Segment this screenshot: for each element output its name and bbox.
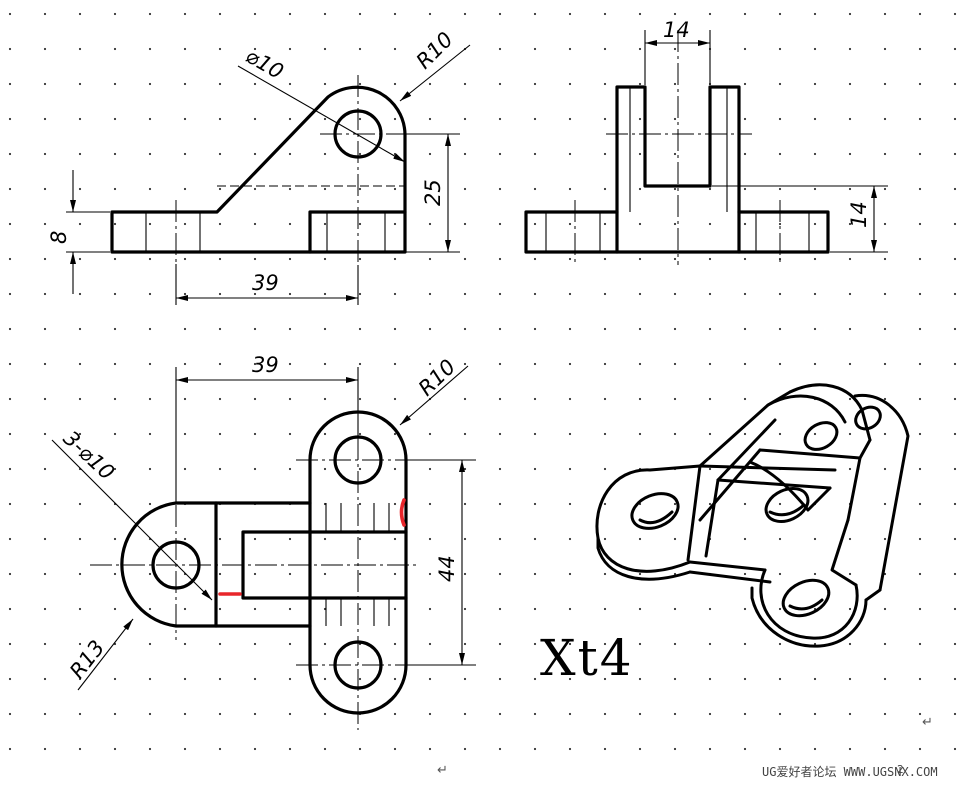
- dim-front-center-height: 25: [421, 179, 445, 206]
- isometric-view: [595, 383, 910, 648]
- dim-front-width: 39: [252, 271, 279, 295]
- drawing-title: Xt4: [540, 629, 634, 687]
- footer-watermark: UG爱好者论坛 WWW.UGSNX.COM: [762, 765, 938, 779]
- dim-top-span: 44: [435, 555, 459, 582]
- dim-side-slot-depth: 14: [847, 201, 871, 228]
- dim-side-slot: 14: [663, 18, 690, 42]
- top-view: [51, 365, 476, 730]
- dim-front-height: 8: [47, 231, 71, 244]
- dim-top-width: 39: [252, 353, 279, 377]
- paragraph-mark-bottom: ↵: [437, 763, 448, 778]
- page-number: 2: [897, 763, 904, 776]
- front-view: [66, 44, 471, 305]
- dot-grid: [0, 0, 975, 760]
- paragraph-mark-right: ↵: [922, 715, 933, 730]
- side-view: [524, 30, 888, 265]
